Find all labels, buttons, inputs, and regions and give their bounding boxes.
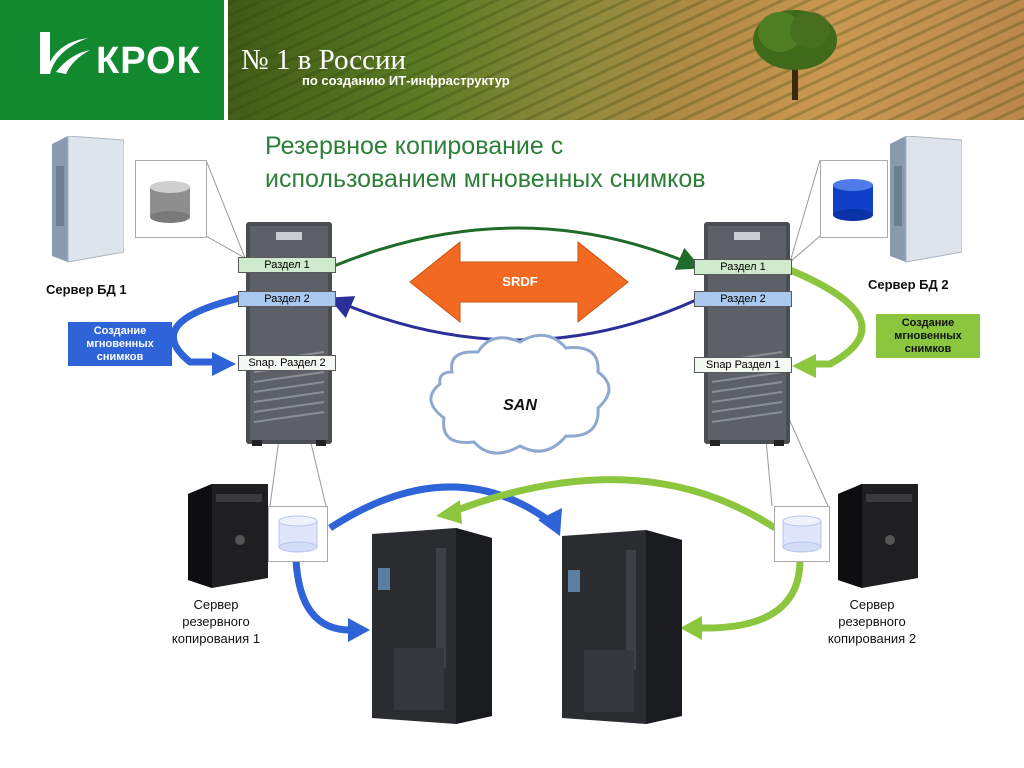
- tape-library-right-icon: [562, 530, 682, 724]
- left-snapshot-tag: Создание мгновенных снимков: [68, 322, 172, 366]
- right-tag-line-2: мгновенных: [894, 329, 962, 342]
- backup-1-line-3: копирования 1: [171, 631, 261, 646]
- db-server-2-icon: [890, 136, 962, 263]
- backup-arrow-blue-cross: [328, 483, 551, 531]
- backup-server-2-label: Сервер резервного копирования 2: [816, 596, 928, 647]
- tree-icon: [753, 10, 837, 100]
- light-disk-icon: [278, 515, 318, 553]
- page-title: Резервное копирование с использованием м…: [265, 130, 825, 196]
- backup-arrow-blue-down: [292, 559, 351, 634]
- disk-callout-right: [820, 160, 888, 238]
- san-cloud: [429, 333, 611, 455]
- disk-callout-backup-left: [268, 506, 328, 562]
- backup-server-2-icon: [838, 484, 918, 588]
- db-server-1-icon: [52, 136, 124, 263]
- right-tag-line-1: Создание: [901, 316, 955, 329]
- backup-1-line-1: Сервер: [193, 597, 239, 612]
- db-server-2-label: Сервер БД 2: [868, 277, 949, 292]
- left-tag-line-3: снимков: [96, 350, 144, 363]
- slogan-sub: по созданию ИТ-инфраструктур: [302, 73, 510, 88]
- left-snap-partition: Snap. Раздел 2: [238, 355, 336, 371]
- logo-area: КРОК: [0, 0, 224, 120]
- left-snapshot-arrow: [169, 294, 241, 366]
- title-line-2: использованием мгновенных снимков: [265, 165, 706, 193]
- blue-disk-icon: [833, 179, 873, 221]
- light-disk-icon: [782, 515, 822, 553]
- left-partition-1: Раздел 1: [238, 257, 336, 273]
- logo-text: КРОК: [96, 40, 201, 82]
- header-banner: КРОК № 1 в России по созданию ИТ-инфраст…: [0, 0, 1024, 120]
- field-texture: [228, 0, 1024, 120]
- srdf-label: SRDF: [502, 274, 538, 289]
- backup-arrow-lime-cross: [450, 476, 777, 531]
- storage-array-left-icon: [246, 222, 332, 446]
- san-label: SAN: [503, 397, 537, 414]
- right-tag-line-3: снимков: [904, 342, 952, 355]
- srdf-arrow: [409, 240, 629, 324]
- right-partition-2: Раздел 2: [694, 291, 792, 307]
- backup-arrow-lime-down: [699, 559, 804, 632]
- backup-server-1-icon: [188, 484, 268, 588]
- right-snapshot-tag: Создание мгновенных снимков: [876, 314, 980, 358]
- replication-arrow-bottom: [328, 296, 697, 342]
- storage-array-right-icon: [704, 222, 790, 446]
- gray-disk-icon: [150, 181, 190, 223]
- right-snap-partition: Snap Раздел 1: [694, 357, 792, 373]
- field-photo: [228, 0, 1024, 120]
- db-server-1-label: Сервер БД 1: [46, 282, 127, 297]
- slogan-main: № 1 в России: [241, 44, 407, 76]
- backup-2-line-2: резервного: [838, 614, 906, 629]
- right-snapshot-arrow: [788, 266, 866, 368]
- left-tag-line-1: Создание: [93, 324, 147, 337]
- backup-2-line-3: копирования 2: [827, 631, 917, 646]
- left-partition-2: Раздел 2: [238, 291, 336, 307]
- tape-library-left-icon: [372, 528, 492, 724]
- title-line-1: Резервное копирование с: [265, 132, 564, 160]
- backup-2-line-1: Сервер: [849, 597, 895, 612]
- replication-arrow-top: [333, 226, 702, 270]
- krok-logo-icon: [40, 32, 90, 74]
- backup-1-line-2: резервного: [182, 614, 250, 629]
- left-tag-line-2: мгновенных: [86, 337, 154, 350]
- backup-server-1-label: Сервер резервного копирования 1: [160, 596, 272, 647]
- disk-callout-left: [135, 160, 207, 238]
- disk-callout-backup-right: [774, 506, 830, 562]
- right-partition-1: Раздел 1: [694, 259, 792, 275]
